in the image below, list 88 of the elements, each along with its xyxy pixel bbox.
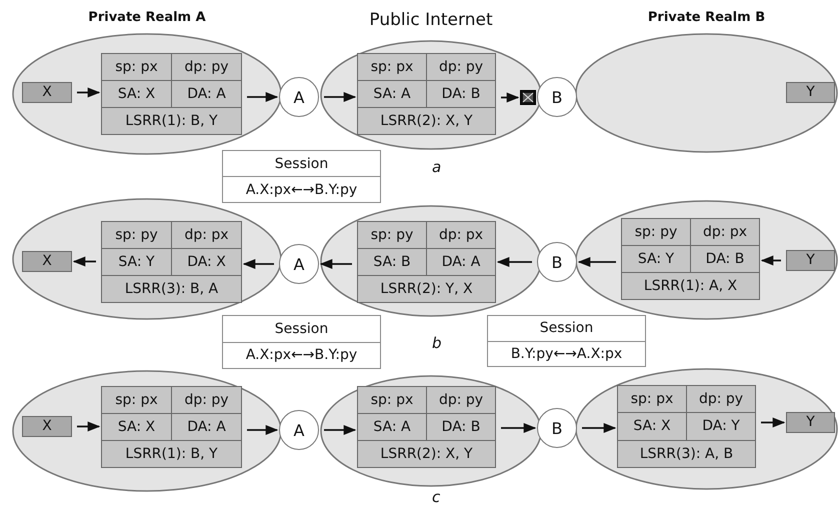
arrow <box>320 258 352 270</box>
packet-field: sp: px <box>358 387 426 413</box>
packet-field: DA: A <box>172 414 241 440</box>
packet-field: sp: px <box>102 54 171 80</box>
realm-ellipse <box>12 370 282 492</box>
packet-field: SA: A <box>358 81 426 107</box>
packet-field: dp: px <box>172 222 241 248</box>
session-table <box>487 315 646 367</box>
realm-ellipse <box>575 368 838 490</box>
packet-field: sp: py <box>358 222 426 248</box>
packet-field: LSRR(1): B, Y <box>102 441 241 467</box>
arrow <box>247 424 278 436</box>
arrow <box>761 417 786 428</box>
packet-field: SA: Y <box>622 246 690 272</box>
packet-field: LSRR(2): X, Y <box>358 108 495 134</box>
packet-field: LSRR(3): B, A <box>102 276 241 302</box>
arrow <box>247 92 278 102</box>
packet-field: SA: X <box>102 414 171 440</box>
host-box: X <box>22 251 72 272</box>
packet-field: DA: X <box>172 249 241 275</box>
session-mapping: B.Y:py←→A.X:px <box>488 340 645 366</box>
arrow <box>501 92 520 103</box>
packet-field: dp: py <box>172 387 241 413</box>
router-circle: B <box>537 242 577 282</box>
packet-field: LSRR(3): A, B <box>618 440 755 467</box>
realm-ellipse <box>320 375 542 487</box>
packet-field: dp: py <box>427 387 495 413</box>
packet-field: sp: py <box>622 219 690 245</box>
arrow <box>578 256 616 268</box>
packet-field: LSRR(1): B, Y <box>102 108 241 134</box>
arrow <box>760 255 781 266</box>
router-circle: A <box>279 77 319 117</box>
packet-field: dp: px <box>691 219 759 245</box>
blocked-icon <box>520 90 536 105</box>
session-table <box>222 150 381 203</box>
arrow <box>72 256 96 267</box>
arrow <box>77 87 100 98</box>
router-circle: A <box>279 244 319 284</box>
packet-field: LSRR(1): A, X <box>622 273 759 299</box>
packet-field: SA: A <box>358 414 426 440</box>
packet-field: SA: X <box>102 81 171 107</box>
packet-field: DA: B <box>691 246 759 272</box>
packet-field: DA: B <box>427 81 495 107</box>
packet-field: dp: py <box>687 386 755 412</box>
packet-field: dp: py <box>427 54 495 80</box>
host-box: Y <box>786 250 835 271</box>
realm-ellipse <box>12 198 282 320</box>
packet-field: DA: A <box>172 81 241 107</box>
arrow <box>501 422 536 434</box>
panel-label: c <box>432 488 440 505</box>
host-box: Y <box>786 412 835 433</box>
packet-field: sp: py <box>102 222 171 248</box>
packet-field: DA: Y <box>687 413 755 440</box>
packet-field: LSRR(2): X, Y <box>358 441 495 467</box>
session-heading: Session <box>274 154 330 174</box>
packet-field: DA: A <box>427 249 495 275</box>
session-heading: Session <box>274 320 330 339</box>
packet-field: SA: X <box>618 413 686 440</box>
session-mapping: A.X:px←→B.Y:py <box>223 176 380 202</box>
packet-field: sp: px <box>358 54 426 80</box>
arrow <box>242 258 274 270</box>
host-box: X <box>22 82 72 103</box>
session-heading: Session <box>538 319 594 338</box>
packet-field: sp: px <box>618 386 686 412</box>
arrow <box>496 256 532 268</box>
packet-field: DA: B <box>427 414 495 440</box>
realm-ellipse <box>575 200 838 320</box>
panel-label: b <box>432 334 442 352</box>
panel-label: a <box>432 158 442 176</box>
packet-field: LSRR(2): Y, X <box>358 276 495 302</box>
session-mapping: A.X:px←→B.Y:py <box>223 342 380 368</box>
packet-field: SA: Y <box>102 249 171 275</box>
packet-field: dp: py <box>172 54 241 80</box>
router-circle: A <box>279 410 319 450</box>
host-box: Y <box>786 82 835 103</box>
arrow <box>582 422 616 434</box>
session-table <box>222 315 381 369</box>
realm-title: Public Internet <box>368 10 494 30</box>
packet-field: SA: B <box>358 249 426 275</box>
router-circle: B <box>537 77 577 117</box>
realm-ellipse <box>320 205 542 317</box>
router-circle: B <box>537 408 577 448</box>
realm-title: Private Realm A <box>87 10 207 25</box>
packet-field: sp: px <box>102 387 171 413</box>
arrow <box>77 421 100 432</box>
packet-field: dp: px <box>427 222 495 248</box>
host-box: X <box>22 416 72 437</box>
realm-title: Private Realm B <box>646 10 766 25</box>
